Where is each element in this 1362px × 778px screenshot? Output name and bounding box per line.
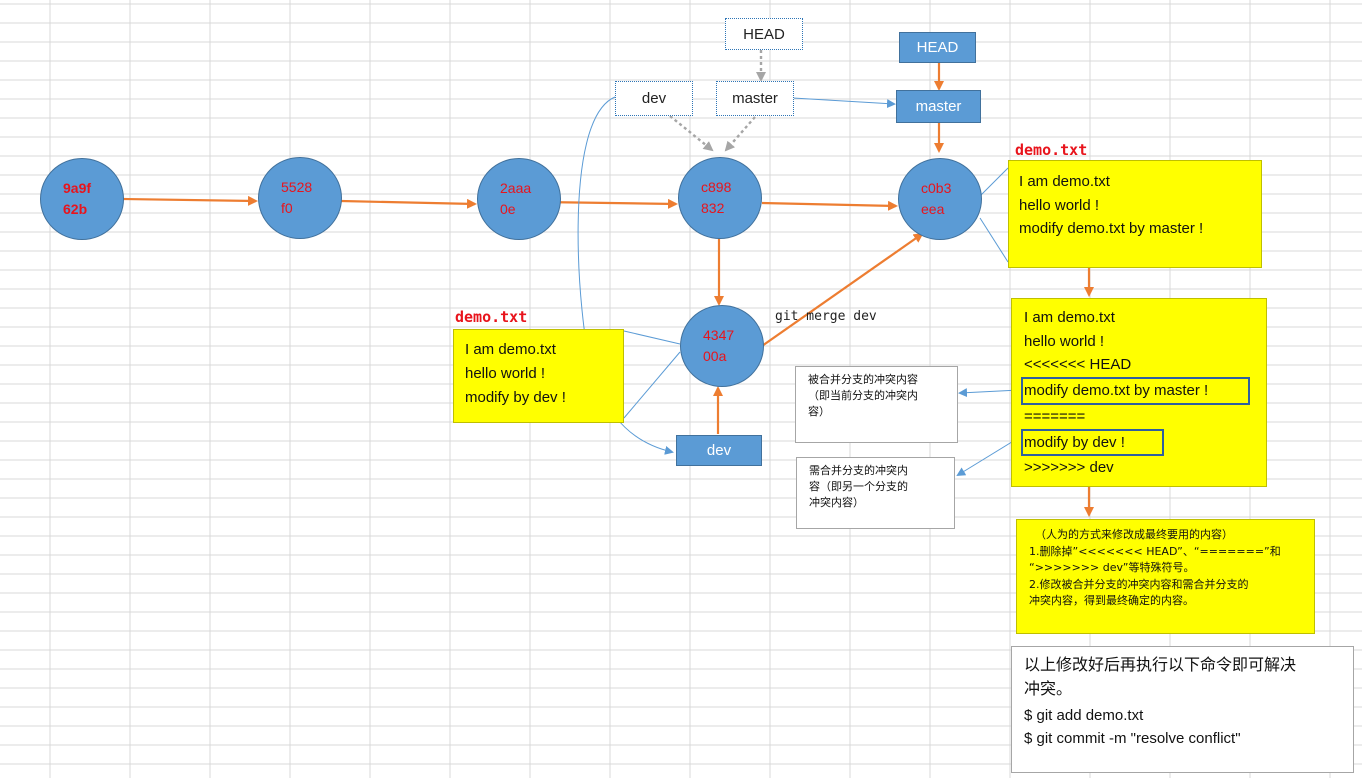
head-marker: <<<<<<< HEAD	[1024, 356, 1132, 374]
explain-line: 冲突内容）	[809, 496, 864, 509]
dev-marker: >>>>>>> dev	[1024, 459, 1114, 477]
merge-command-label: git merge dev	[775, 309, 877, 324]
explain-line: 容）	[808, 405, 830, 418]
commit-hash-line2: 00a	[703, 348, 727, 364]
resolve-line: （人为的方式来修改成最终要用的内容）	[1035, 528, 1233, 541]
commit-hash-line1: 5528	[281, 179, 313, 195]
explain-current-branch: 被合并分支的冲突内容 （即当前分支的冲突内 容）	[795, 366, 958, 443]
master-change-highlight: modify demo.txt by master !	[1021, 377, 1250, 405]
note-line: hello world !	[465, 365, 546, 382]
commit-2aaa0e: 2aaa 0e	[477, 158, 561, 240]
commit-hash-line2: eea	[921, 201, 945, 217]
note-resolve-instructions: （人为的方式来修改成最终要用的内容） 1.删除掉”<<<<<<< HEAD”、“…	[1016, 519, 1315, 634]
dev-change-highlight: modify by dev !	[1021, 428, 1164, 457]
note-line: I am demo.txt	[1019, 173, 1110, 190]
master-old-pointer: master	[716, 81, 794, 116]
head-pointer: HEAD	[899, 32, 976, 63]
note-line: hello world !	[1019, 196, 1100, 214]
git-add-command: $ git add demo.txt	[1024, 707, 1144, 724]
note-conflict-content: I am demo.txt hello world ! <<<<<<< HEAD…	[1011, 298, 1267, 487]
commit-c0b3eea: c0b3 eea	[898, 158, 982, 240]
commit-c898832: c898 832	[678, 157, 762, 239]
explain-line: 被合并分支的冲突内容	[808, 373, 918, 386]
explain-line: 需合并分支的冲突内	[809, 464, 908, 477]
master-pointer: master	[896, 90, 981, 123]
dev-pointer: dev	[676, 435, 762, 466]
commit-434700a: 4347 00a	[680, 305, 764, 387]
resolve-line: 1.删除掉”<<<<<<< HEAD”、“=======”和	[1029, 544, 1281, 558]
command-intro: 以上修改好后再执行以下命令即可解决	[1024, 655, 1297, 674]
dev-old-pointer: dev	[615, 81, 693, 116]
commit-hash-line1: c0b3	[921, 180, 952, 196]
commit-hash-line2: 832	[701, 200, 725, 216]
note-line: I am demo.txt	[1024, 309, 1115, 326]
separator-marker: =======	[1024, 407, 1086, 425]
resolve-command-box: 以上修改好后再执行以下命令即可解决 冲突。 $ git add demo.txt…	[1011, 646, 1354, 773]
command-intro: 冲突。	[1024, 679, 1073, 698]
explain-line: （即当前分支的冲突内	[808, 389, 918, 402]
git-commit-command: $ git commit -m "resolve conflict"	[1024, 730, 1241, 747]
note-dev-content: I am demo.txt hello world ! modify by de…	[453, 329, 624, 423]
commit-hash-line1: c898	[701, 179, 732, 195]
commit-hash-line1: 2aaa	[500, 180, 532, 196]
commit-5528f0: 5528 f0	[258, 157, 342, 239]
head-old-pointer: HEAD	[725, 18, 803, 50]
commit-hash-line2: 62b	[63, 201, 88, 217]
commit-hash-line2: f0	[281, 200, 293, 216]
explain-other-branch: 需合并分支的冲突内 容（即另一个分支的 冲突内容）	[796, 457, 955, 529]
explain-line: 容（即另一个分支的	[809, 480, 908, 493]
commit-9a9f62b: 9a9f 62b	[40, 158, 124, 240]
commit-hash-line1: 9a9f	[63, 180, 92, 196]
note-line: I am demo.txt	[465, 341, 556, 358]
note-line: modify demo.txt by master !	[1019, 220, 1204, 237]
note-line: hello world !	[1024, 332, 1105, 350]
file-label-dev: demo.txt	[455, 308, 528, 326]
resolve-line: “>>>>>>> dev”等特殊符号。	[1029, 561, 1195, 574]
note-line: modify by dev !	[465, 389, 566, 406]
resolve-line: 2.修改被合并分支的冲突内容和需合并分支的	[1029, 577, 1249, 591]
commit-hash-line2: 0e	[500, 201, 516, 217]
file-label-master: demo.txt	[1015, 141, 1088, 159]
note-master-content: I am demo.txt hello world ! modify demo.…	[1008, 160, 1262, 268]
commit-hash-line1: 4347	[703, 327, 735, 343]
resolve-line: 冲突内容，得到最终确定的内容。	[1029, 594, 1194, 607]
